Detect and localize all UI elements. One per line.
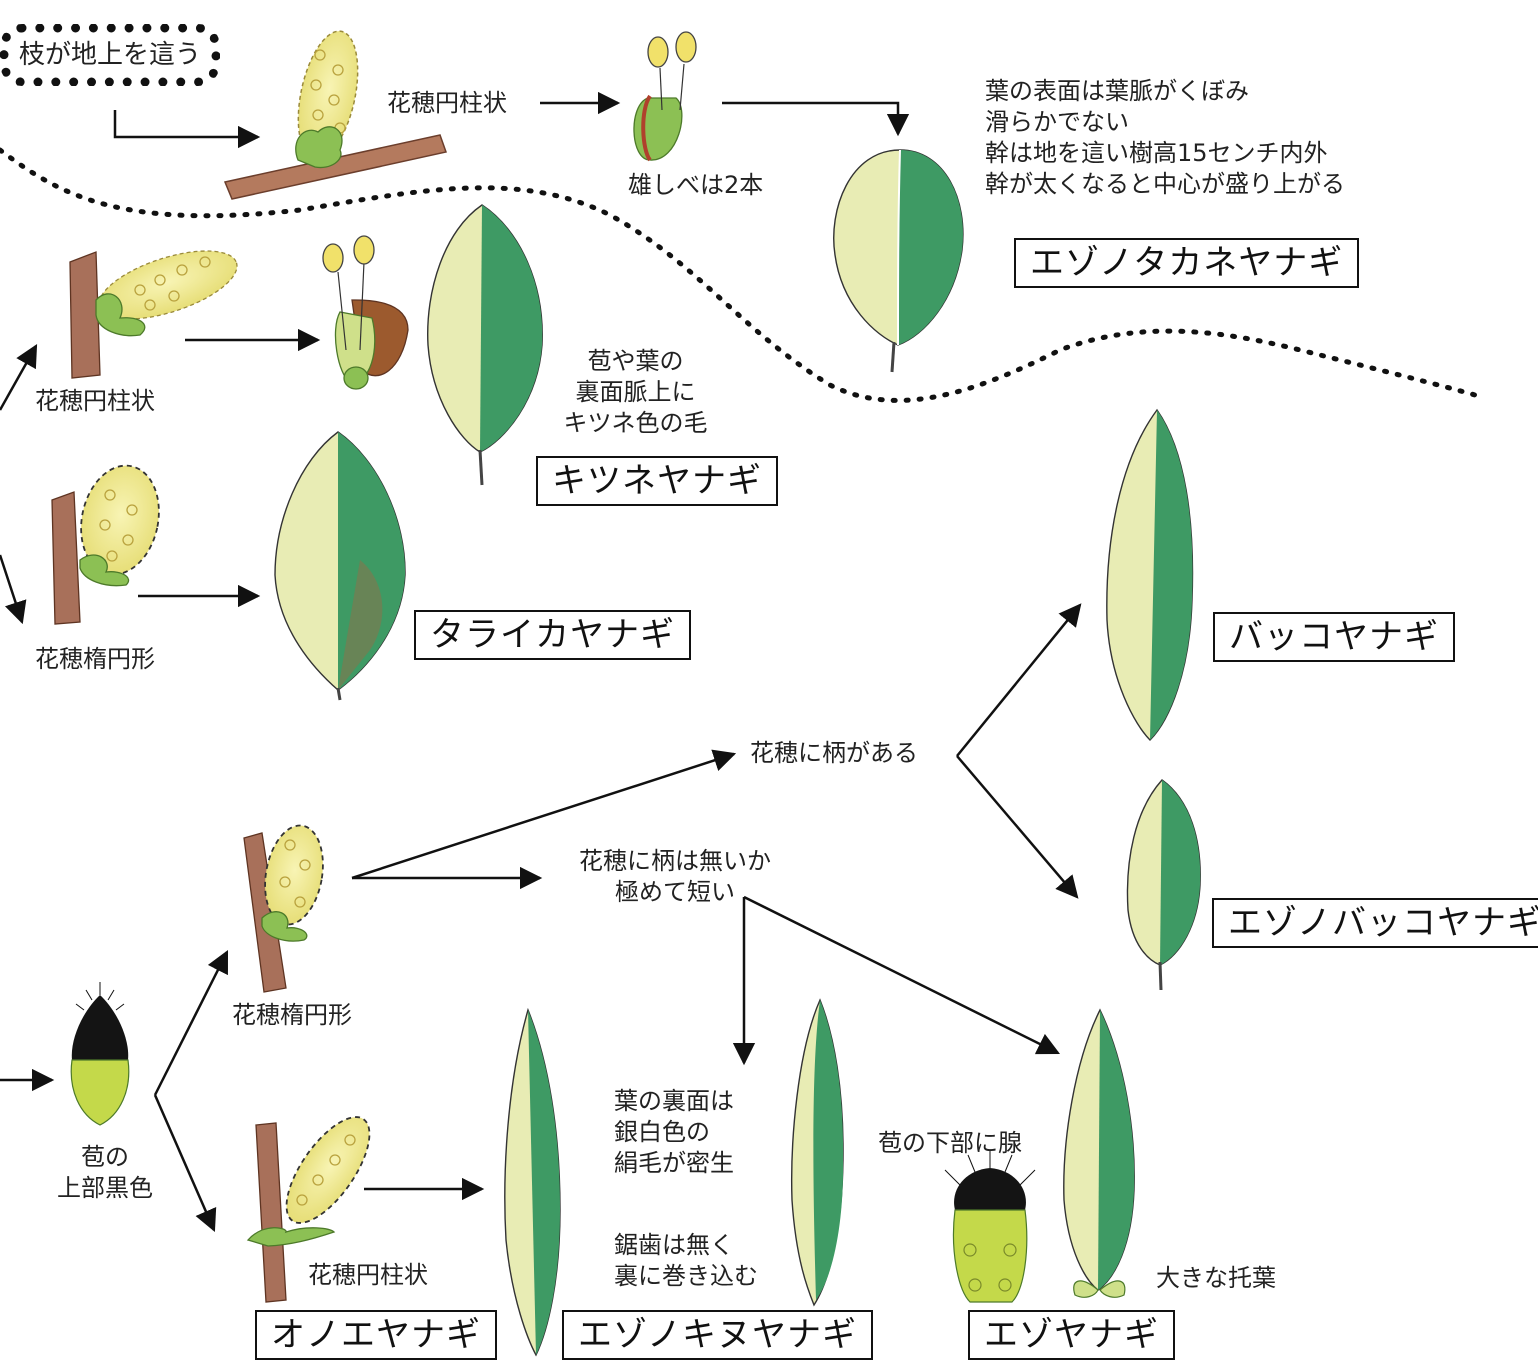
note-line: 上部黒色: [57, 1174, 153, 1202]
note-line: 裏に巻き込む: [614, 1262, 758, 1290]
species-taraika: タライカヤナギ: [414, 610, 691, 660]
stamens-drawing: [633, 31, 697, 162]
species-ezo-kinu: エゾノキヌヤナギ: [562, 1310, 873, 1360]
start-condition-box: 枝が地上を這う: [0, 24, 221, 86]
leaf-ezo-bakko: [1126, 779, 1201, 991]
catkin-twig-top: [223, 30, 447, 200]
arrow-stalk-yes-to-bakko: [956, 603, 1082, 757]
arrow-stalk-no-to-ezo: [743, 895, 1061, 1055]
arrow-stalk-yes-to-ezo-bakko: [956, 755, 1079, 899]
stalk-no-label: 花穂に柄は無いか 極めて短い: [555, 846, 795, 908]
bract-black-note: 苞の 上部黒色: [40, 1142, 170, 1204]
note-line: 幹が太くなると中心が盛り上がる: [985, 170, 1345, 198]
upper-cylinder-label: 花穂円柱状: [35, 387, 155, 415]
arrow-to-upper-ellipse: [0, 554, 27, 625]
note-line: 苞の: [81, 1143, 129, 1171]
bract-black-top: [70, 982, 130, 1126]
stipule-note: 大きな托葉: [1156, 1264, 1276, 1292]
ezo-kinu-silver-note: 葉の裏面は 銀白色の 絹毛が密生: [614, 1086, 734, 1179]
bract-with-gland: [944, 1150, 1036, 1303]
species-kitsune: キツネヤナギ: [536, 456, 778, 506]
note-line: 裏面脈上に: [575, 378, 696, 406]
ezo-kinu-edge-note: 鋸歯は無く 裏に巻き込む: [614, 1230, 758, 1292]
stamens-label: 雄しべは2本: [628, 171, 764, 199]
note-line: 苞や葉の: [587, 347, 684, 375]
species-ezo-takane: エゾノタカネヤナギ: [1014, 238, 1360, 288]
note-line: 滑らかでない: [985, 108, 1129, 136]
note-line: キツネ色の毛: [563, 409, 708, 437]
connector-lines: [0, 91, 1082, 1233]
arrow-bract-to-ellipse: [153, 949, 229, 1096]
ezo-takane-notes: 葉の表面は葉脈がくぼみ 滑らかでない 幹は地を這い樹高15センチ内外 幹が太くな…: [985, 76, 1345, 200]
leaf-onoe: [504, 1007, 561, 1357]
lower-ellipse-label: 花穂楕円形: [232, 1001, 352, 1029]
arrow-start-to-catkin: [113, 110, 261, 149]
arrow-stamens-to-leaf: [722, 101, 910, 137]
catkin-twig-kitsune: [69, 250, 238, 379]
kitsune-hair-note: 苞や葉の 裏面脈上に キツネ色の毛: [548, 346, 723, 439]
stalk-yes-label: 花穂に柄がある: [750, 739, 918, 767]
note-line: 葉の裏面は: [614, 1087, 734, 1115]
note-line: 極めて短い: [615, 878, 735, 906]
leaf-ezo-takane: [833, 149, 964, 373]
note-line: 葉の表面は葉脈がくぼみ: [985, 77, 1249, 105]
leaf-taraika: [274, 431, 406, 701]
upper-ellipse-label: 花穂楕円形: [35, 645, 155, 673]
arrow-ellipse-to-stalk-yes: [351, 749, 737, 880]
species-bakko: バッコヤナギ: [1213, 612, 1455, 662]
note-line: 幹は地を這い樹高15センチ内外: [985, 139, 1328, 167]
arrow-to-upper-cylinder: [0, 344, 38, 411]
catkin-twig-onoe: [246, 1116, 371, 1303]
species-ezo: エゾヤナギ: [968, 1310, 1175, 1360]
note-line: 絹毛が密生: [614, 1149, 734, 1177]
note-line: 鋸歯は無く: [614, 1231, 734, 1259]
separator-curve-top: [0, 147, 1478, 403]
leaf-ezo: [1063, 1008, 1135, 1298]
leaf-ezo-kinu: [791, 998, 844, 1307]
leaf-kitsune: [427, 204, 543, 486]
note-line: 銀白色の: [614, 1118, 710, 1146]
gland-note: 苞の下部に腺: [878, 1129, 1022, 1157]
species-onoe: オノエヤナギ: [255, 1310, 497, 1360]
note-line: 花穂に柄は無いか: [579, 847, 771, 875]
flower-kitsune: [322, 235, 409, 390]
catkin-twig-taraika: [51, 464, 160, 625]
leaf-bakko: [1106, 408, 1194, 741]
catkin-twig-lower-ellipse: [243, 824, 324, 993]
top-catkin-shape-label: 花穂円柱状: [387, 89, 507, 117]
arrow-bract-to-cylinder: [153, 1094, 217, 1233]
start-condition-label: 枝が地上を這う: [19, 40, 202, 70]
species-ezo-bakko: エゾノバッコヤナギ: [1212, 898, 1538, 948]
lower-cylinder-label: 花穂円柱状: [308, 1261, 428, 1289]
